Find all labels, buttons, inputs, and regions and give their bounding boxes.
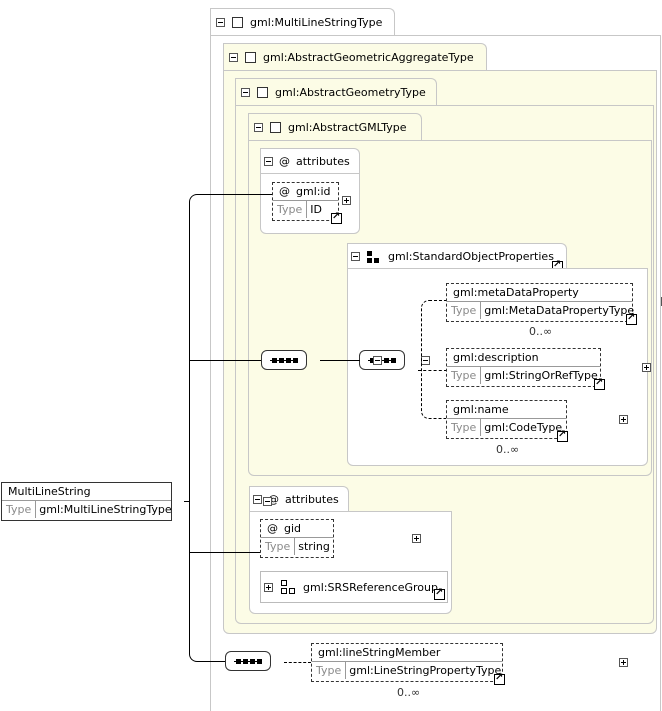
complex-type-icon <box>270 122 281 133</box>
type-label: Type <box>312 662 347 679</box>
attributes-label: attributes <box>296 155 350 168</box>
connector-line <box>189 360 261 361</box>
gid-name: gid <box>284 522 302 535</box>
connector-bottom-curve <box>189 645 206 662</box>
meta-data-property-type: gml:MetaDataPropertyType <box>484 304 635 317</box>
meta-data-property-name: gml:metaDataProperty <box>453 286 579 299</box>
connector-line <box>184 501 190 502</box>
gml-id-name: gml:id <box>296 185 331 198</box>
line-string-member-name: gml:lineStringMember <box>318 646 441 659</box>
attributes-tab: @ attributes <box>260 148 360 174</box>
type-label: Type <box>273 201 308 218</box>
connector-line <box>320 360 360 361</box>
connector-line <box>189 213 190 648</box>
attributes2-tab: @ attributes <box>249 486 349 512</box>
connector-line <box>284 662 311 663</box>
attribute-group-icon <box>281 580 295 594</box>
collapse-toggle[interactable] <box>372 356 382 365</box>
group-icon <box>367 250 379 263</box>
type-label: Type <box>447 302 482 319</box>
root-element-name: MultiLineString <box>8 485 91 498</box>
occurrence-label: 0..∞ <box>397 686 421 699</box>
gml-type-tab: gml:AbstractGMLType <box>248 113 422 141</box>
aggregate-type-label: gml:AbstractGeometricAggregateType <box>263 51 474 64</box>
name-element-type: gml:CodeType <box>484 421 563 434</box>
connector-line <box>418 370 447 371</box>
geometry-type-label: gml:AbstractGeometryType <box>275 86 426 99</box>
sequence-compositor[interactable] <box>359 350 405 370</box>
collapse-toggle[interactable] <box>254 123 263 132</box>
geometry-type-tab: gml:AbstractGeometryType <box>235 78 437 106</box>
expand-toggle[interactable] <box>618 658 628 667</box>
link-icon[interactable] <box>626 312 637 325</box>
type-label: Type <box>447 419 482 436</box>
gid-type: string <box>298 540 330 553</box>
collapse-toggle[interactable] <box>262 497 272 506</box>
standard-props-tab: gml:StandardObjectProperties <box>347 243 567 269</box>
expand-toggle[interactable] <box>412 534 421 543</box>
attribute-at-icon: @ <box>279 155 290 168</box>
collapse-toggle[interactable] <box>253 495 262 504</box>
collapse-toggle[interactable] <box>216 18 225 27</box>
collapse-toggle[interactable] <box>241 88 250 97</box>
expand-toggle[interactable] <box>619 415 628 424</box>
connector-top-curve <box>189 194 206 215</box>
complex-type-label: gml:MultiLineStringType <box>250 16 383 29</box>
type-label: Type <box>261 538 296 555</box>
sequence-compositor[interactable] <box>261 350 307 370</box>
collapse-toggle[interactable] <box>264 157 273 166</box>
attribute-at-icon: @ <box>268 493 279 506</box>
expand-toggle[interactable] <box>641 363 651 372</box>
srs-reference-group[interactable]: gml:SRSReferenceGroup <box>260 571 448 603</box>
attribute-at-icon: @ <box>279 185 290 198</box>
expand-toggle[interactable] <box>342 196 351 205</box>
link-icon[interactable] <box>494 672 505 685</box>
link-icon[interactable] <box>594 377 605 390</box>
standard-props-label: gml:StandardObjectProperties <box>388 250 554 263</box>
complex-type-icon <box>245 52 256 63</box>
optional-bracket <box>421 300 448 419</box>
complex-type-icon <box>232 17 243 28</box>
link-icon[interactable] <box>434 587 445 600</box>
collapse-toggle[interactable] <box>229 53 238 62</box>
occurrence-label: 0..∞ <box>529 325 553 338</box>
sequence-compositor[interactable] <box>225 651 271 671</box>
connector-line <box>205 194 272 195</box>
line-string-member-type: gml:LineStringPropertyType <box>349 664 502 677</box>
link-icon[interactable] <box>557 429 568 442</box>
gml-id-type: ID <box>310 203 322 216</box>
occurrence-label: 0..∞ <box>496 443 520 456</box>
description-type: gml:StringOrRefType <box>484 369 598 382</box>
multilinestringtype-tab: gml:MultiLineStringType <box>210 8 395 36</box>
attributes2-label: attributes <box>285 493 339 506</box>
root-element-type: gml:MultiLineStringType <box>39 503 172 516</box>
connector-line <box>189 552 260 553</box>
complex-type-icon <box>257 87 268 98</box>
name-element-name: gml:name <box>453 403 509 416</box>
type-label: Type <box>447 367 482 384</box>
aggregate-type-tab: gml:AbstractGeometricAggregateType <box>223 43 487 71</box>
description-name: gml:description <box>453 351 539 364</box>
connector-line <box>205 661 225 662</box>
link-icon[interactable] <box>331 211 342 224</box>
srs-reference-group-label: gml:SRSReferenceGroup <box>303 580 438 594</box>
collapse-toggle[interactable] <box>351 252 360 261</box>
expand-toggle[interactable] <box>264 582 273 592</box>
attribute-at-icon: @ <box>267 522 278 535</box>
type-label: Type <box>2 501 37 518</box>
gml-type-label: gml:AbstractGMLType <box>288 121 407 134</box>
